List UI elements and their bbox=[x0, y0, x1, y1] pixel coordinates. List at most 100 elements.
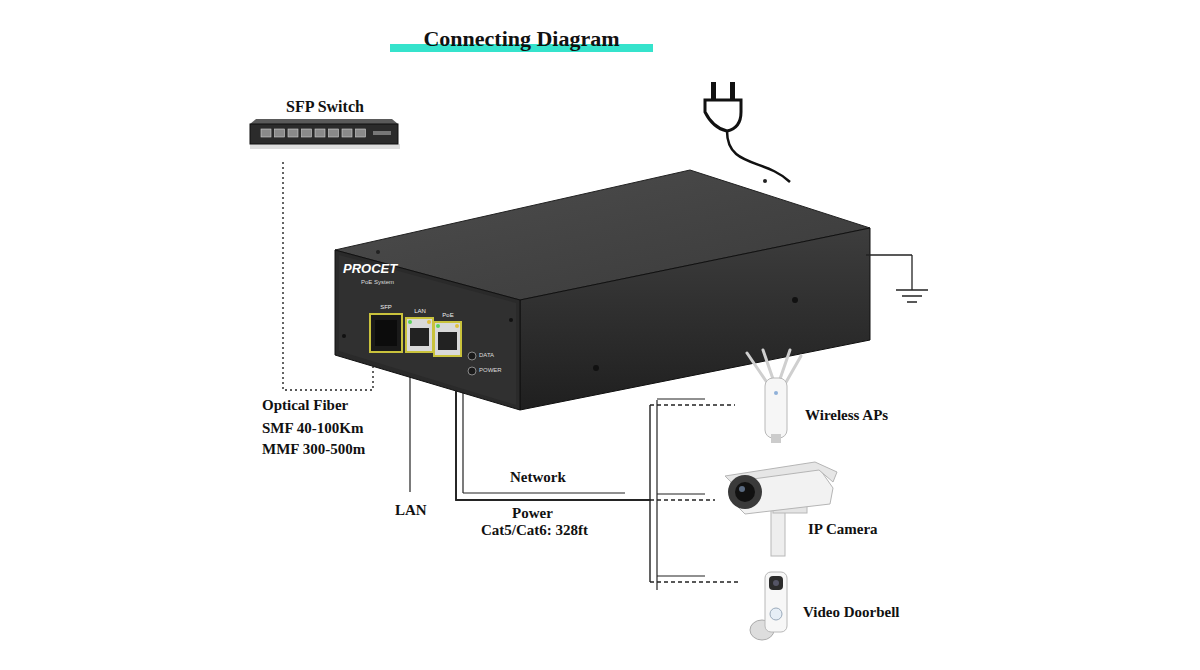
switch-port bbox=[302, 129, 312, 137]
power-plug bbox=[705, 100, 741, 131]
connector-label: Optical Fiber bbox=[262, 397, 402, 414]
device-screw bbox=[792, 297, 798, 303]
connector bbox=[456, 391, 740, 582]
connector-line bbox=[456, 391, 650, 582]
device-front-inset bbox=[339, 255, 516, 405]
led-label: POWER bbox=[479, 367, 519, 374]
diagram-title: Connecting Diagram bbox=[370, 26, 673, 51]
plug-prong bbox=[711, 82, 716, 100]
node-shape bbox=[715, 458, 900, 562]
switch-port bbox=[275, 129, 285, 137]
bus-stub-line bbox=[657, 493, 705, 494]
port-label: SFP bbox=[371, 304, 401, 311]
cable-second-line bbox=[462, 392, 463, 493]
sfp-cage bbox=[370, 314, 402, 352]
ap-antenna bbox=[780, 350, 790, 379]
device-label: Video Doorbell bbox=[803, 604, 928, 621]
fiber-spec: SMF 40-100Km bbox=[262, 420, 402, 437]
video-doorbell-node: Video Doorbell bbox=[740, 568, 930, 646]
cable-second-line bbox=[463, 492, 625, 493]
device-side-face bbox=[520, 228, 870, 410]
port-led bbox=[436, 324, 440, 328]
lan-jack bbox=[410, 328, 429, 346]
panel-screw bbox=[342, 334, 346, 338]
led-label: DATA bbox=[479, 352, 519, 359]
ground-symbol bbox=[902, 295, 922, 297]
status-led bbox=[468, 367, 476, 375]
connector bbox=[456, 391, 735, 500]
connector bbox=[456, 391, 715, 500]
camera-mount bbox=[771, 510, 785, 556]
node-shape bbox=[735, 348, 925, 448]
poe-device-node: PROCET PoE SystemSFP LANPoE DATA POWER bbox=[335, 250, 520, 410]
switch-port bbox=[356, 129, 366, 137]
ap-antenna bbox=[763, 350, 773, 379]
lan-port bbox=[406, 318, 433, 352]
power-cord bbox=[727, 131, 790, 182]
brand-subtitle: PoE System bbox=[361, 279, 411, 286]
connector-stub bbox=[650, 581, 740, 582]
ground-wire bbox=[911, 255, 912, 290]
status-led bbox=[468, 352, 476, 360]
port-label: LAN bbox=[405, 308, 435, 315]
doorbell-body bbox=[765, 572, 787, 632]
poe-port bbox=[434, 322, 461, 356]
switch-port bbox=[329, 129, 339, 137]
fiber-spec: MMF 300-500m bbox=[262, 441, 402, 458]
ground-symbol bbox=[907, 301, 917, 303]
camera-lens-glint bbox=[739, 486, 745, 492]
device-screw bbox=[593, 365, 599, 371]
device-label: Wireless APs bbox=[805, 407, 920, 424]
connector bbox=[283, 162, 373, 390]
device-screw bbox=[763, 179, 767, 183]
connector-line bbox=[283, 162, 373, 390]
connector-line bbox=[456, 391, 650, 500]
panel-screw bbox=[509, 318, 513, 322]
port-led bbox=[455, 324, 459, 328]
sfp-slot bbox=[375, 320, 397, 346]
bus-second-line bbox=[656, 400, 657, 590]
doorbell-button bbox=[770, 608, 782, 620]
port-led bbox=[408, 320, 412, 324]
ap-led bbox=[774, 391, 778, 395]
connector-stub bbox=[650, 404, 735, 405]
ip-camera-node: IP Camera bbox=[715, 458, 900, 562]
connector-line bbox=[456, 391, 650, 500]
switch-shadow bbox=[250, 144, 400, 149]
switch-led-strip bbox=[373, 131, 391, 135]
switch-body bbox=[250, 124, 398, 144]
plug-prong bbox=[730, 82, 735, 100]
switch-port bbox=[315, 129, 325, 137]
port-callout: LAN bbox=[395, 502, 455, 519]
ap-mount bbox=[771, 434, 781, 443]
device-screw bbox=[376, 250, 380, 254]
lan-leader-line bbox=[409, 372, 410, 492]
camera-lens bbox=[735, 482, 755, 502]
poe-jack bbox=[438, 332, 457, 350]
bus-stub-line bbox=[657, 398, 705, 399]
brand-logo: PROCET bbox=[343, 262, 413, 277]
switch-top bbox=[250, 119, 398, 124]
switch-port bbox=[288, 129, 298, 137]
ap-antenna bbox=[785, 356, 801, 384]
port-label: PoE bbox=[433, 312, 463, 319]
ap-body bbox=[765, 378, 787, 438]
switch-port bbox=[261, 129, 271, 137]
cable-spec: Cat5/Cat6: 328ft bbox=[481, 522, 631, 539]
wireless-ap-node: Wireless APs bbox=[735, 348, 925, 448]
device-front-panel bbox=[335, 250, 520, 410]
node-heading: SFP Switch bbox=[245, 98, 405, 116]
doorbell-camera bbox=[769, 576, 783, 590]
cable-function: Network bbox=[510, 469, 600, 486]
ground-symbol bbox=[896, 289, 928, 291]
sfp-switch-node: SFP Switch bbox=[245, 98, 405, 162]
camera-lens-ring bbox=[728, 475, 762, 509]
switch-port bbox=[342, 129, 352, 137]
cable-function: Power bbox=[512, 505, 592, 522]
connector-stub bbox=[650, 499, 715, 500]
